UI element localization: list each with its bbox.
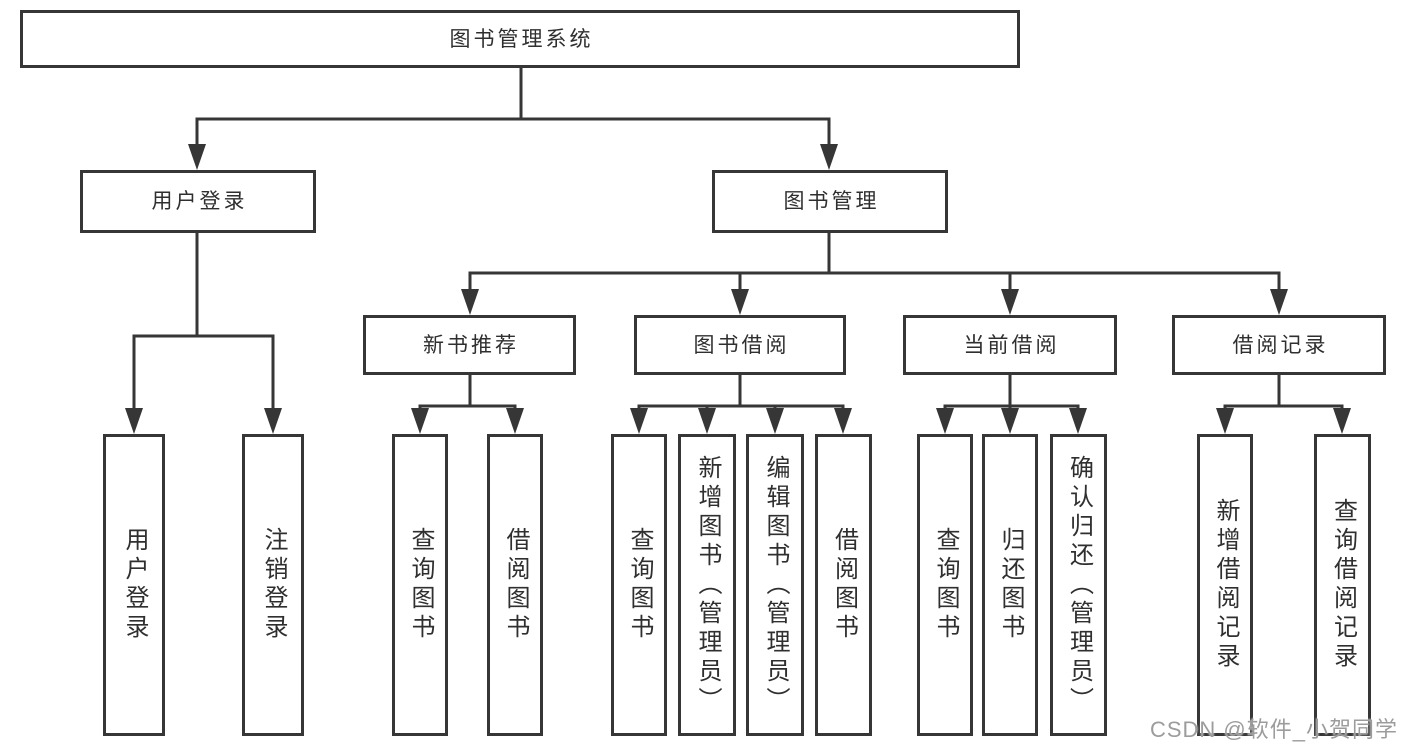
arrowhead [264,408,282,434]
node-book-management: 图书管理 [712,170,948,233]
arrowhead [820,144,838,170]
node-borrowing-records: 借阅记录 [1172,315,1386,375]
leaf-logout: 注销登录 [242,434,304,736]
arrowhead [698,408,716,434]
leaf-return-book: 归还图书 [982,434,1038,736]
leaf-query-borrow-record: 查询借阅记录 [1314,434,1371,736]
arrowhead [936,408,954,434]
leaf-query-books-current: 查询图书 [917,434,973,736]
arrowhead [630,408,648,434]
node-book-management-system: 图书管理系统 [20,10,1020,68]
node-book-borrowing: 图书借阅 [634,315,846,375]
arrowhead [1216,408,1234,434]
leaf-edit-book-admin: 编辑图书（管理员） [746,434,804,736]
leaf-borrow-books-borrowing: 借阅图书 [815,434,872,736]
leaf-query-books-recommend: 查询图书 [392,434,448,736]
arrowhead [461,289,479,315]
arrowhead [731,289,749,315]
leaf-query-books-borrowing: 查询图书 [611,434,667,736]
arrowhead [1270,289,1288,315]
arrowhead [1001,408,1019,434]
leaf-add-borrow-record: 新增借阅记录 [1197,434,1253,736]
arrowhead [125,408,143,434]
leaf-borrow-books-recommend: 借阅图书 [487,434,543,736]
watermark: CSDN @软件_小贺同学 [1149,717,1398,742]
arrowhead [766,408,784,434]
arrowhead [506,408,524,434]
leaf-user-login: 用户登录 [103,434,165,736]
arrowhead [1333,408,1351,434]
node-new-book-recommend: 新书推荐 [363,315,576,375]
node-user-login: 用户登录 [80,170,316,233]
leaf-confirm-return-admin: 确认归还（管理员） [1050,434,1107,736]
leaf-add-book-admin: 新增图书（管理员） [678,434,736,736]
arrowhead [188,144,206,170]
node-current-borrowing: 当前借阅 [903,315,1117,375]
arrowhead [834,408,852,434]
arrowhead [1069,408,1087,434]
arrowhead [411,408,429,434]
arrowhead [1001,289,1019,315]
